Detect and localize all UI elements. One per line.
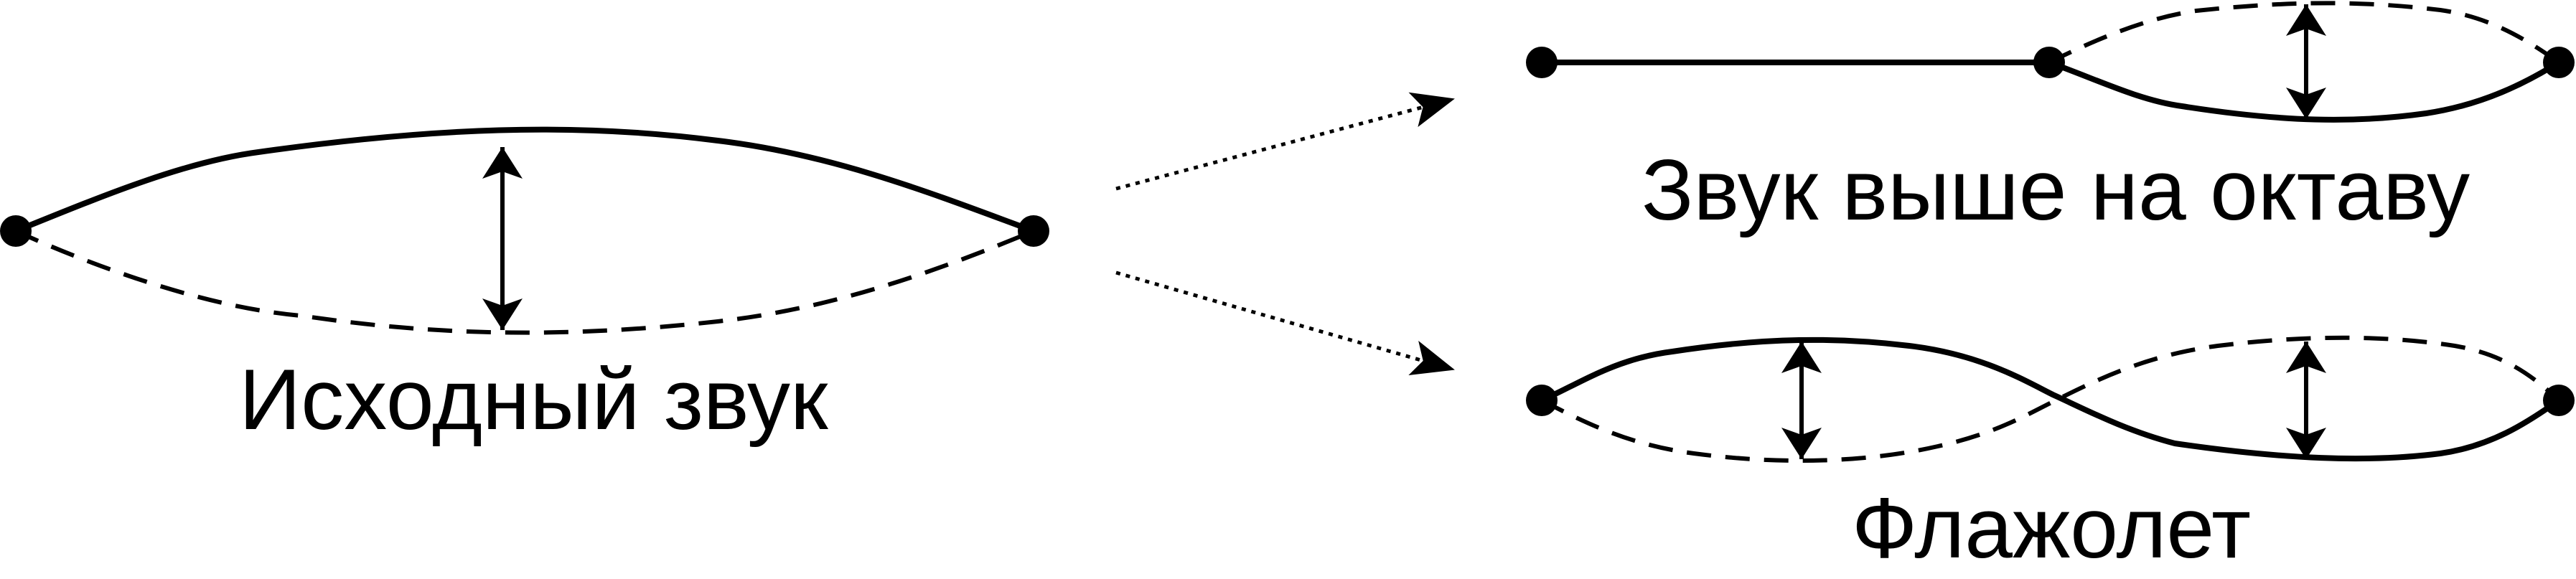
- arrow-to-octave: [1115, 92, 1455, 191]
- octave-node-left: [1526, 47, 1558, 78]
- octave-node-right: [2543, 47, 2575, 78]
- source-string-group: [0, 126, 1049, 335]
- harmonic-string-solid: [1540, 336, 2561, 462]
- octave-node-middle: [2033, 47, 2065, 78]
- octave-string-solid: [2048, 60, 2561, 123]
- source-string-solid: [14, 126, 1035, 234]
- harmonic-label: Флажолет: [1852, 480, 2252, 576]
- harmonic-string-dashed: [1540, 335, 2561, 463]
- harmonic-node-left: [1526, 385, 1558, 416]
- source-string-dashed: [14, 229, 1035, 335]
- source-node-left: [0, 215, 32, 247]
- source-sound-label: Исходный звук: [239, 352, 828, 448]
- harmonic-node-right: [2543, 385, 2575, 416]
- arrow-to-harmonic: [1115, 270, 1455, 376]
- octave-string-dashed: [2048, 1, 2560, 65]
- source-node-right: [1018, 215, 1049, 247]
- octave-string-group: [1526, 1, 2575, 123]
- octave-higher-label: Звук выше на октаву: [1641, 142, 2470, 238]
- harmonic-string-group: [1526, 335, 2575, 463]
